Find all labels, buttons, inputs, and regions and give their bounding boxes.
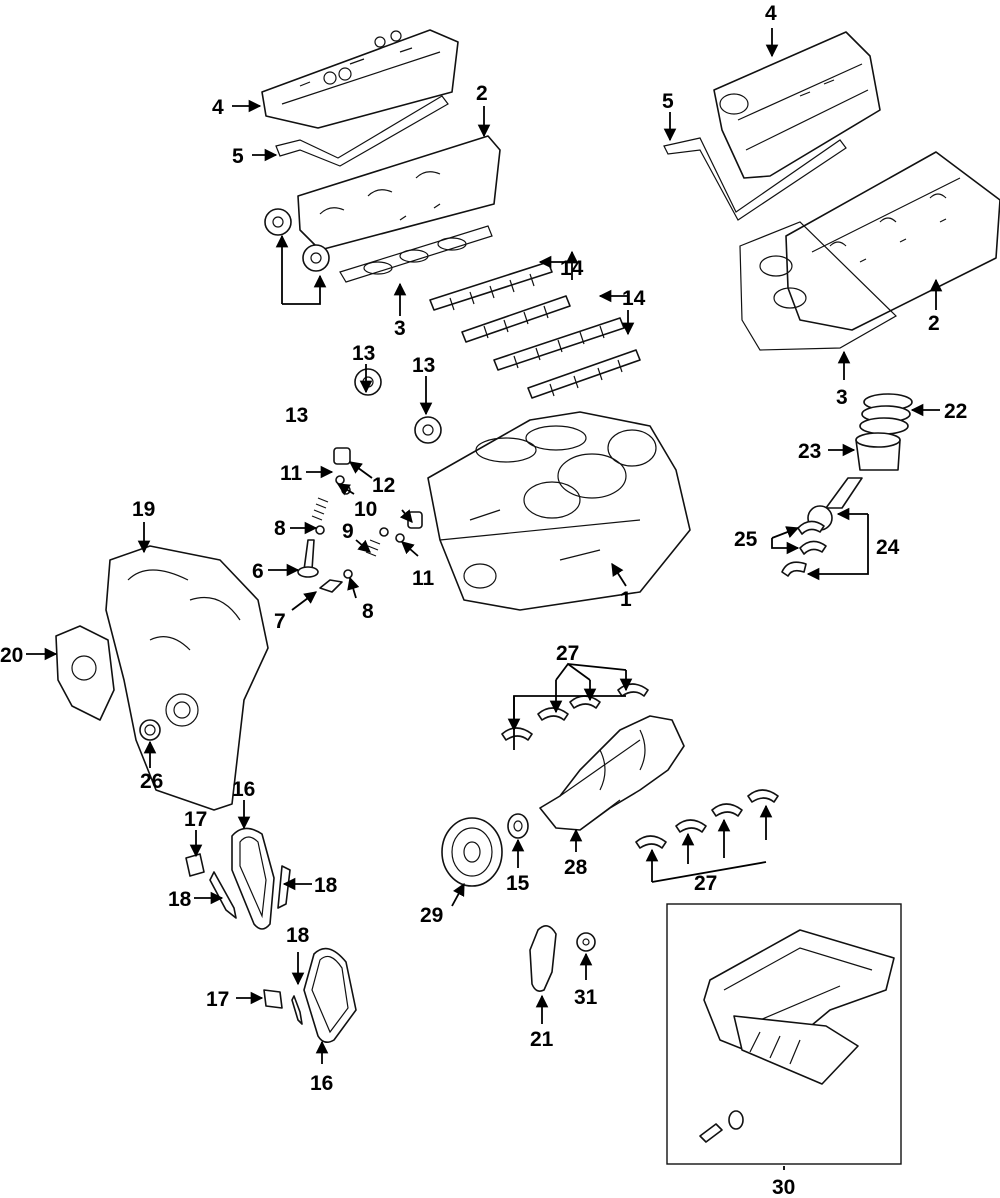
crankshaft [539,715,685,831]
timing-chain-guides-lower [263,989,303,1025]
callout-27: 27 [694,872,717,895]
timing-chain-lower [303,947,357,1044]
callout-13: 13 [352,342,375,365]
valve-cover-right [713,31,881,179]
oil-pan-box [666,903,902,1165]
rod-bearings [781,520,827,577]
callout-5: 5 [232,145,244,168]
oil-pump-sprocket [576,932,596,952]
head-gasket-left [339,225,493,283]
callout-13: 13 [412,354,435,377]
callout-27: 27 [556,642,579,665]
camshafts-right [493,317,641,399]
timing-chain-upper [231,827,275,930]
cam-sprockets [264,208,442,444]
timing-cover [105,545,269,811]
callout-26: 26 [140,770,163,793]
callout-19: 19 [132,498,155,521]
callout-18: 18 [286,924,310,947]
callout-3: 3 [836,386,848,409]
valve-cover-left [261,29,459,129]
callout-5: 5 [662,90,674,113]
callout-8: 8 [362,600,374,623]
camshafts-left [429,261,571,343]
crank-sprocket [507,813,529,839]
piston [855,432,901,471]
oil-strainer [733,1015,859,1085]
main-bearings-lower [635,789,779,849]
leader-lines [26,28,943,1170]
callout-23: 23 [798,440,821,463]
callout-29: 29 [420,904,443,927]
callout-20: 20 [0,644,23,667]
callout-31: 31 [574,986,598,1009]
callout-11: 11 [412,567,435,590]
oil-pump-chain [529,925,557,992]
callout-25: 25 [734,528,758,551]
callout-4: 4 [212,96,224,119]
callout-18: 18 [168,888,192,911]
callout-2: 2 [928,312,940,335]
callout-7: 7 [274,610,286,633]
callout-14: 14 [622,287,646,310]
callout-12: 12 [372,474,395,497]
callout-21: 21 [530,1028,554,1051]
callout-3: 3 [394,317,406,340]
callout-2: 2 [476,82,488,105]
callout-4: 4 [765,2,777,25]
callout-1: 1 [620,588,632,611]
water-pump [55,625,115,721]
cylinder-head-right [785,151,1000,331]
callout-24: 24 [876,536,900,559]
callout-8: 8 [274,517,286,540]
crank-pulley [441,817,503,887]
callout-15: 15 [506,872,530,895]
engine-block [427,411,691,611]
drain-plug [699,1110,744,1143]
callouts: 4 5 2 4 5 2 14 14 3 13 13 13 3 22 23 11 … [0,2,967,1198]
callout-18: 18 [314,874,338,897]
callout-11: 11 [280,462,303,485]
callout-22: 22 [944,400,967,423]
callout-9: 9 [342,520,354,543]
callout-30: 30 [772,1176,795,1198]
valve-cover-gasket-right [663,137,847,221]
callout-6: 6 [252,560,264,583]
callout-17: 17 [206,988,229,1011]
callout-16: 16 [232,778,255,801]
piston-rings [859,393,913,435]
callout-28: 28 [564,856,588,879]
callout-17: 17 [184,808,207,831]
head-gasket-right [739,221,897,351]
callout-13: 13 [285,404,308,427]
callout-14: 14 [560,257,584,280]
valve-cover-gasket-left [275,95,449,167]
callout-10: 10 [354,498,377,521]
callout-16: 16 [310,1072,333,1095]
front-seal [139,719,161,741]
